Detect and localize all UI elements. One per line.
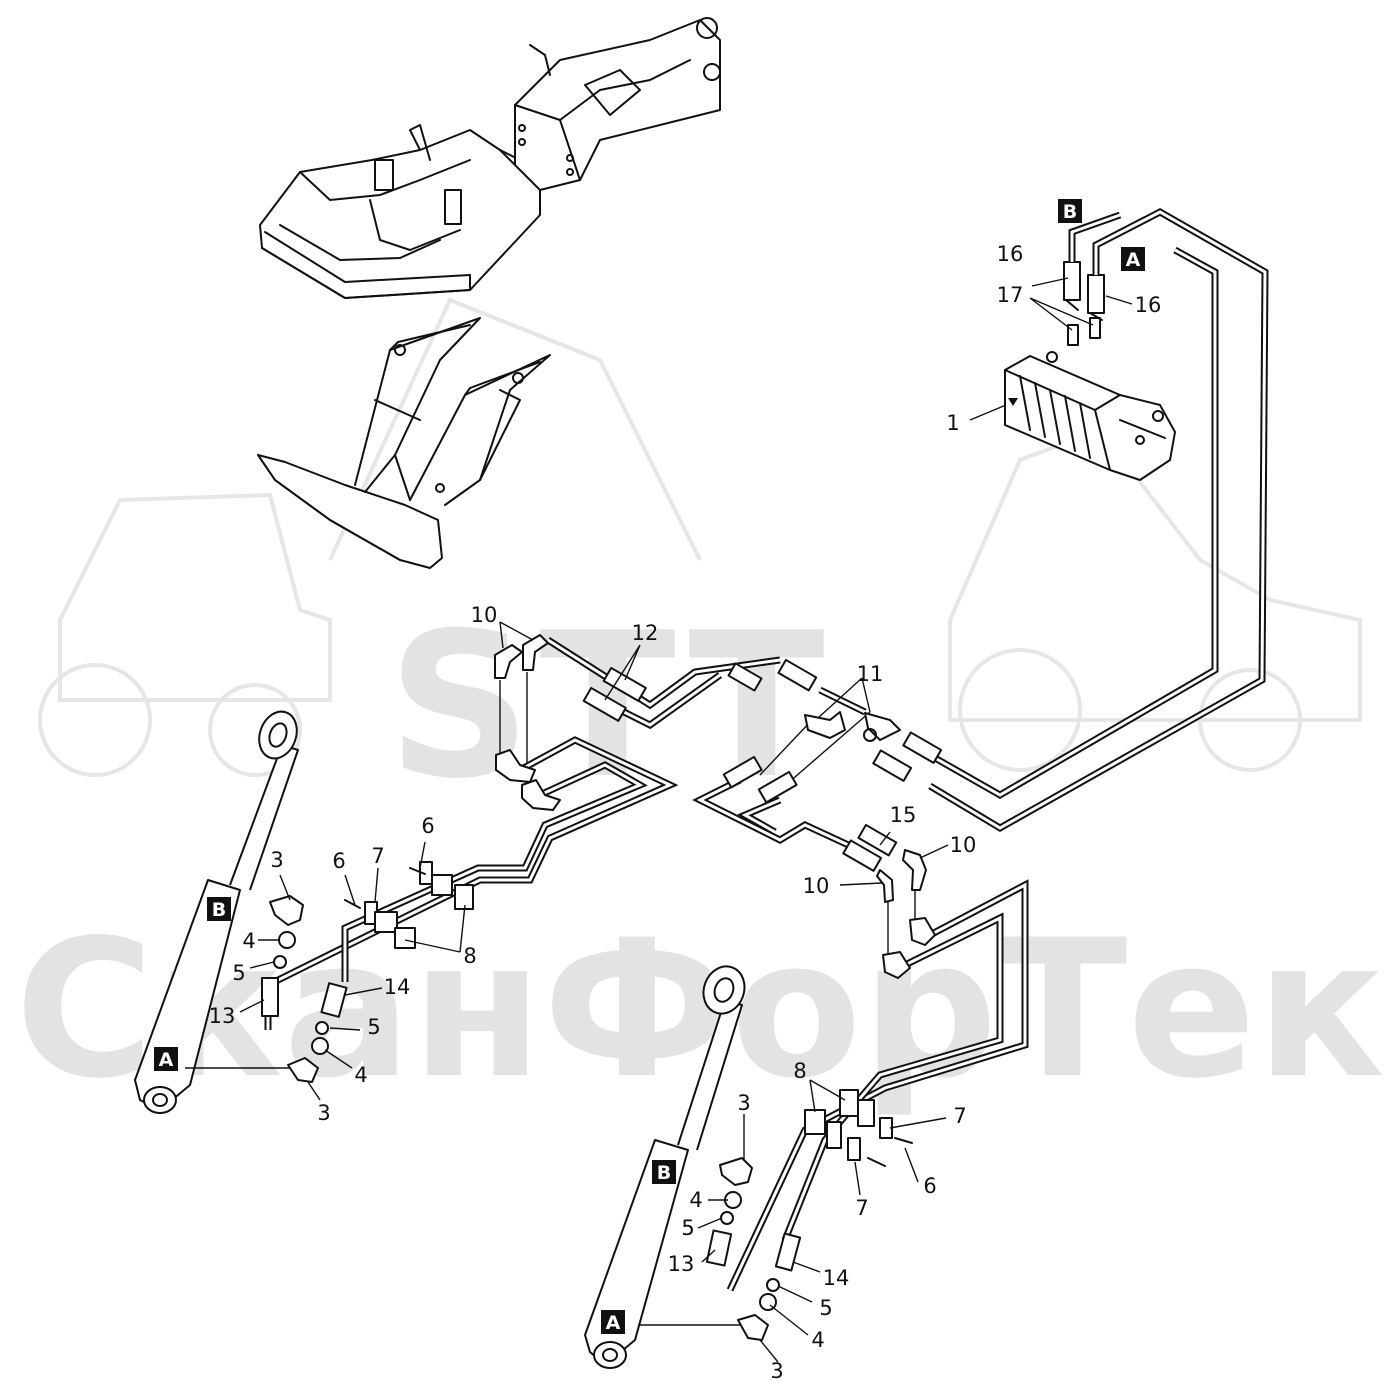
port-label-a-valve: A	[1121, 247, 1145, 271]
port-label-b-right-cylinder: B	[652, 1160, 676, 1184]
callout-3-right-b: 3	[737, 1091, 750, 1115]
callout-4-right-a: 4	[811, 1328, 824, 1352]
callout-6-upper: 6	[421, 814, 434, 838]
left-hose-circuit	[261, 736, 679, 1055]
leader-lines	[239, 277, 1133, 1363]
callout-11: 11	[857, 662, 884, 686]
callout-5-left-b: 5	[232, 961, 245, 985]
callout-15: 15	[890, 803, 917, 827]
callout-7-right-upper: 7	[953, 1104, 966, 1128]
right-hydraulic-cylinder	[584, 965, 769, 1369]
tractor-front-frame	[259, 17, 721, 299]
port-label-a-right-cylinder: A	[601, 1310, 625, 1334]
callout-3-left-a: 3	[317, 1101, 330, 1125]
callout-5-right-b: 5	[681, 1216, 694, 1240]
callout-10-top: 10	[471, 603, 498, 627]
callout-5-right-a: 5	[819, 1296, 832, 1320]
callout-7-right-lower: 7	[855, 1196, 868, 1220]
loader-arm-frame	[257, 317, 551, 569]
callout-4-left-b: 4	[242, 929, 255, 953]
svg-text:B: B	[657, 1162, 671, 1184]
callout-8-left: 8	[463, 944, 476, 968]
callouts: 16 16 17 1 10 12 11 15 10 10 6 6 7 8 3 4…	[209, 242, 1162, 1383]
callout-13-left: 13	[209, 1004, 236, 1028]
watermark: STT СканФорТек	[15, 297, 1385, 1120]
callout-17: 17	[997, 283, 1024, 307]
callout-13-right: 13	[668, 1252, 695, 1276]
callout-6-right: 6	[923, 1174, 936, 1198]
callout-16-left: 16	[997, 242, 1024, 266]
watermark-tractor-left	[38, 297, 702, 777]
callout-10-lower: 10	[803, 874, 830, 898]
supply-hoses	[928, 208, 1269, 833]
callout-3-right-a: 3	[770, 1359, 783, 1383]
port-label-b-valve: B	[1058, 199, 1082, 223]
central-piping	[494, 634, 943, 960]
callout-14-left: 14	[384, 975, 411, 999]
callout-12: 12	[632, 621, 659, 645]
callout-6-lower: 6	[332, 849, 345, 873]
port-label-b-left-cylinder: B	[207, 897, 231, 921]
watermark-tractor-right	[948, 427, 1362, 772]
callout-8-right: 8	[793, 1059, 806, 1083]
callout-1: 1	[946, 411, 959, 435]
right-hose-circuit	[705, 879, 1029, 1311]
callout-7-left: 7	[371, 844, 384, 868]
callout-14-right: 14	[823, 1266, 850, 1290]
svg-text:A: A	[159, 1049, 174, 1071]
callout-16-right: 16	[1135, 293, 1162, 317]
callout-4-right-b: 4	[689, 1188, 702, 1212]
port-label-a-left-cylinder: A	[154, 1047, 178, 1071]
callout-10-right: 10	[950, 833, 977, 857]
control-valve	[1004, 261, 1176, 481]
svg-text:A: A	[606, 1312, 621, 1334]
svg-text:B: B	[1063, 201, 1077, 223]
callout-3-left-b: 3	[270, 848, 283, 872]
callout-4-left-a: 4	[354, 1063, 367, 1087]
svg-text:B: B	[212, 899, 226, 921]
svg-text:A: A	[1126, 249, 1141, 271]
callout-5-left-a: 5	[367, 1015, 380, 1039]
